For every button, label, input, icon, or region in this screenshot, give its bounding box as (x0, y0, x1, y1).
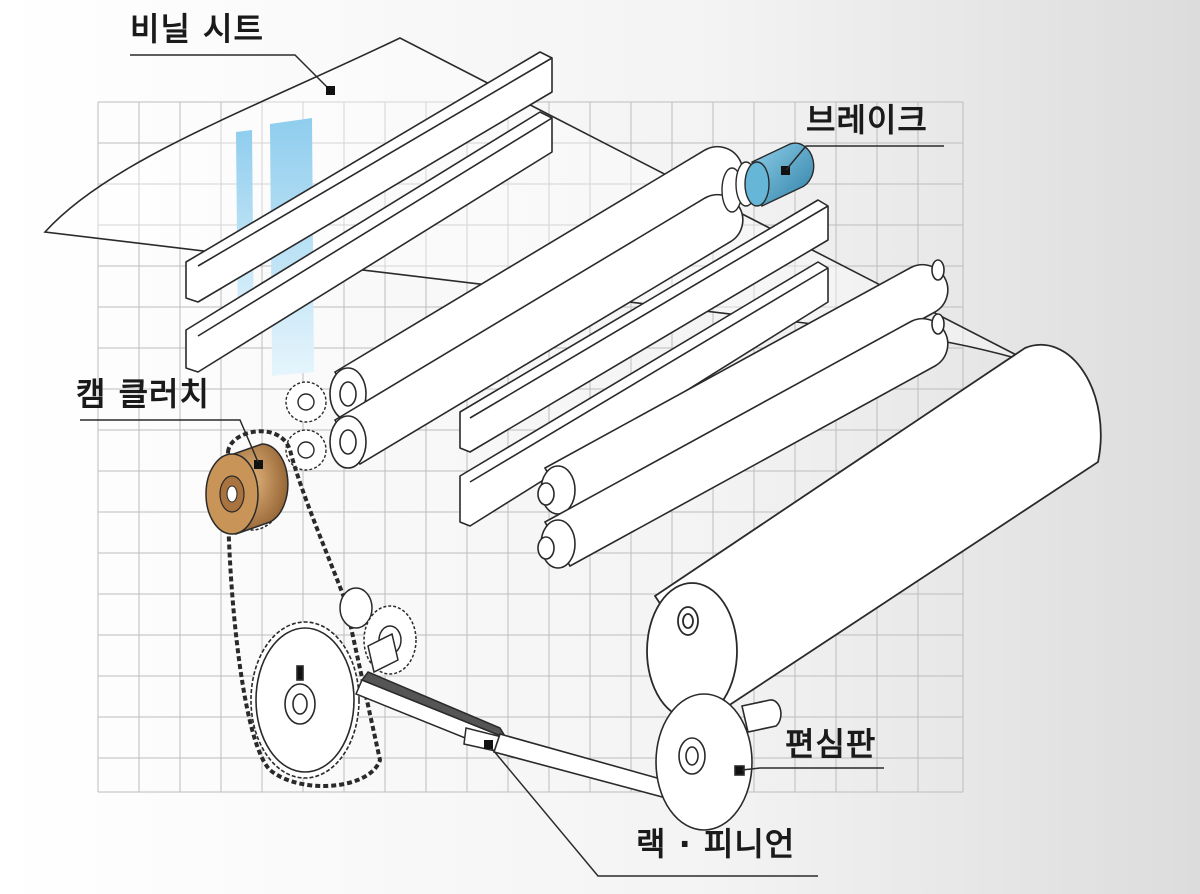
large-drum (646, 343, 1102, 720)
large-sprocket (250, 621, 360, 779)
upper-guide-bars (185, 51, 553, 373)
eccentric-plate-shape (655, 693, 782, 831)
lower-rollers (537, 259, 949, 569)
drive-chain (225, 429, 383, 788)
middle-guide-bars (459, 199, 829, 527)
label-cam-clutch: 캠 클러치 (76, 375, 210, 413)
label-rack-pinion: 랙 · 피니언 (636, 825, 796, 863)
brake (744, 142, 815, 208)
label-eccentric-plate: 편심판 (785, 725, 877, 763)
idler-gears (339, 587, 417, 675)
label-vinyl-sheet: 비닐 시트 (130, 10, 264, 48)
cam-clutch-shape (205, 443, 289, 536)
label-brake: 브레이크 (806, 101, 928, 139)
leader-lines (80, 54, 944, 877)
